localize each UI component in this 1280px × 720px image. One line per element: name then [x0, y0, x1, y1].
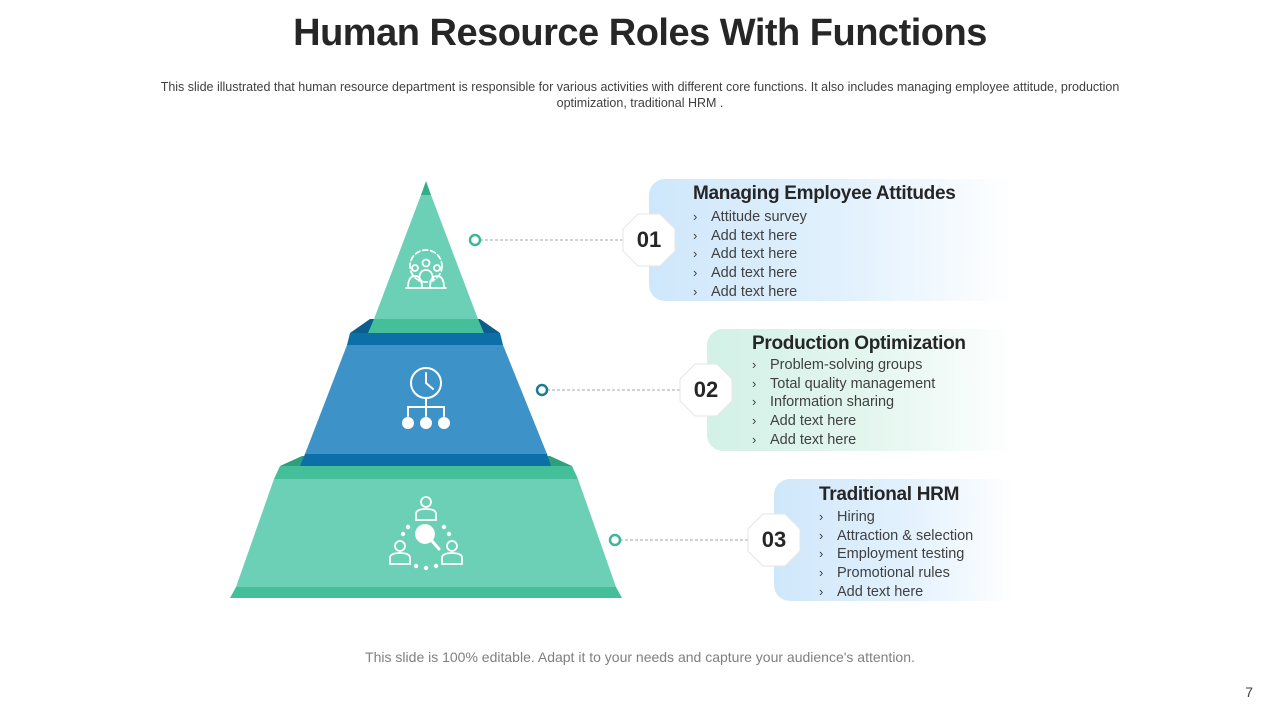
level-2-list: ›Problem-solving groups ›Total quality m… [752, 356, 935, 450]
list-item: ›Add text here [693, 227, 798, 244]
connector-3 [608, 533, 750, 547]
pyramid-level-2 [300, 319, 551, 466]
list-item: ›Information sharing [752, 394, 895, 411]
level-2-card [707, 329, 1014, 451]
level-1-title: Managing Employee Attitudes [693, 183, 956, 204]
chevron-right-icon: › [693, 265, 698, 281]
octagon-badge-icon [679, 363, 733, 417]
list-item: ›Total quality management [752, 375, 936, 392]
chevron-right-icon: › [752, 431, 757, 447]
people-search-icon [389, 496, 463, 571]
level-3-number: 03 [761, 527, 787, 552]
list-item: ›Hiring [819, 509, 875, 525]
list-item: ›Problem-solving groups [752, 357, 923, 373]
chevron-right-icon: › [819, 527, 824, 543]
list-item: ›Attitude survey [693, 209, 807, 225]
level-1-number: 01 [636, 227, 662, 252]
chevron-right-icon: › [752, 357, 757, 372]
list-item: ›Add text here [693, 283, 798, 300]
chevron-right-icon: › [819, 565, 824, 581]
level-2-title: Production Optimization [752, 333, 966, 354]
level-3-list: ›Hiring ›Attraction & selection ›Employm… [819, 508, 973, 602]
slide-subtitle: This slide illustrated that human resour… [160, 80, 1120, 110]
slide-title: Human Resource Roles With Functions [293, 12, 987, 54]
list-item: ›Add text here [693, 265, 798, 282]
chevron-right-icon: › [819, 583, 824, 599]
chevron-right-icon: › [752, 413, 757, 429]
clock-hierarchy-icon [402, 367, 450, 429]
chevron-right-icon: › [752, 375, 757, 391]
list-item: ›Promotional rules [819, 565, 950, 582]
chevron-right-icon: › [752, 394, 757, 410]
level-2-number-badge: 02 [679, 363, 733, 417]
chevron-right-icon: › [693, 209, 698, 224]
team-gear-icon [405, 249, 447, 289]
list-item: ›Attraction & selection [819, 527, 974, 544]
level-1-card [649, 179, 1014, 301]
list-item: ›Add text here [693, 246, 798, 263]
chevron-right-icon: › [819, 509, 824, 524]
level-1-number-badge: 01 [622, 213, 676, 267]
list-item: ›Add text here [819, 583, 924, 600]
level-3-title: Traditional HRM [819, 484, 960, 505]
connector-2 [535, 383, 682, 397]
pyramid-level-1 [368, 181, 484, 333]
level-1-list: ›Attitude survey ›Add text here ›Add tex… [693, 208, 807, 302]
chevron-right-icon: › [819, 546, 824, 562]
level-3-number-badge: 03 [747, 513, 801, 567]
octagon-badge-icon [622, 213, 676, 267]
chevron-right-icon: › [693, 283, 698, 299]
level-3-card [774, 479, 1014, 601]
chevron-right-icon: › [693, 246, 698, 262]
chevron-right-icon: › [693, 227, 698, 243]
level-2-number: 02 [693, 377, 719, 402]
list-item: ›Employment testing [819, 546, 965, 563]
octagon-badge-icon [747, 513, 801, 567]
connector-1 [468, 233, 625, 247]
list-item: ›Add text here [752, 431, 857, 448]
slide-footer: This slide is 100% editable. Adapt it to… [365, 649, 915, 665]
list-item: ›Add text here [752, 413, 857, 430]
page-number: 7 [1245, 684, 1253, 700]
